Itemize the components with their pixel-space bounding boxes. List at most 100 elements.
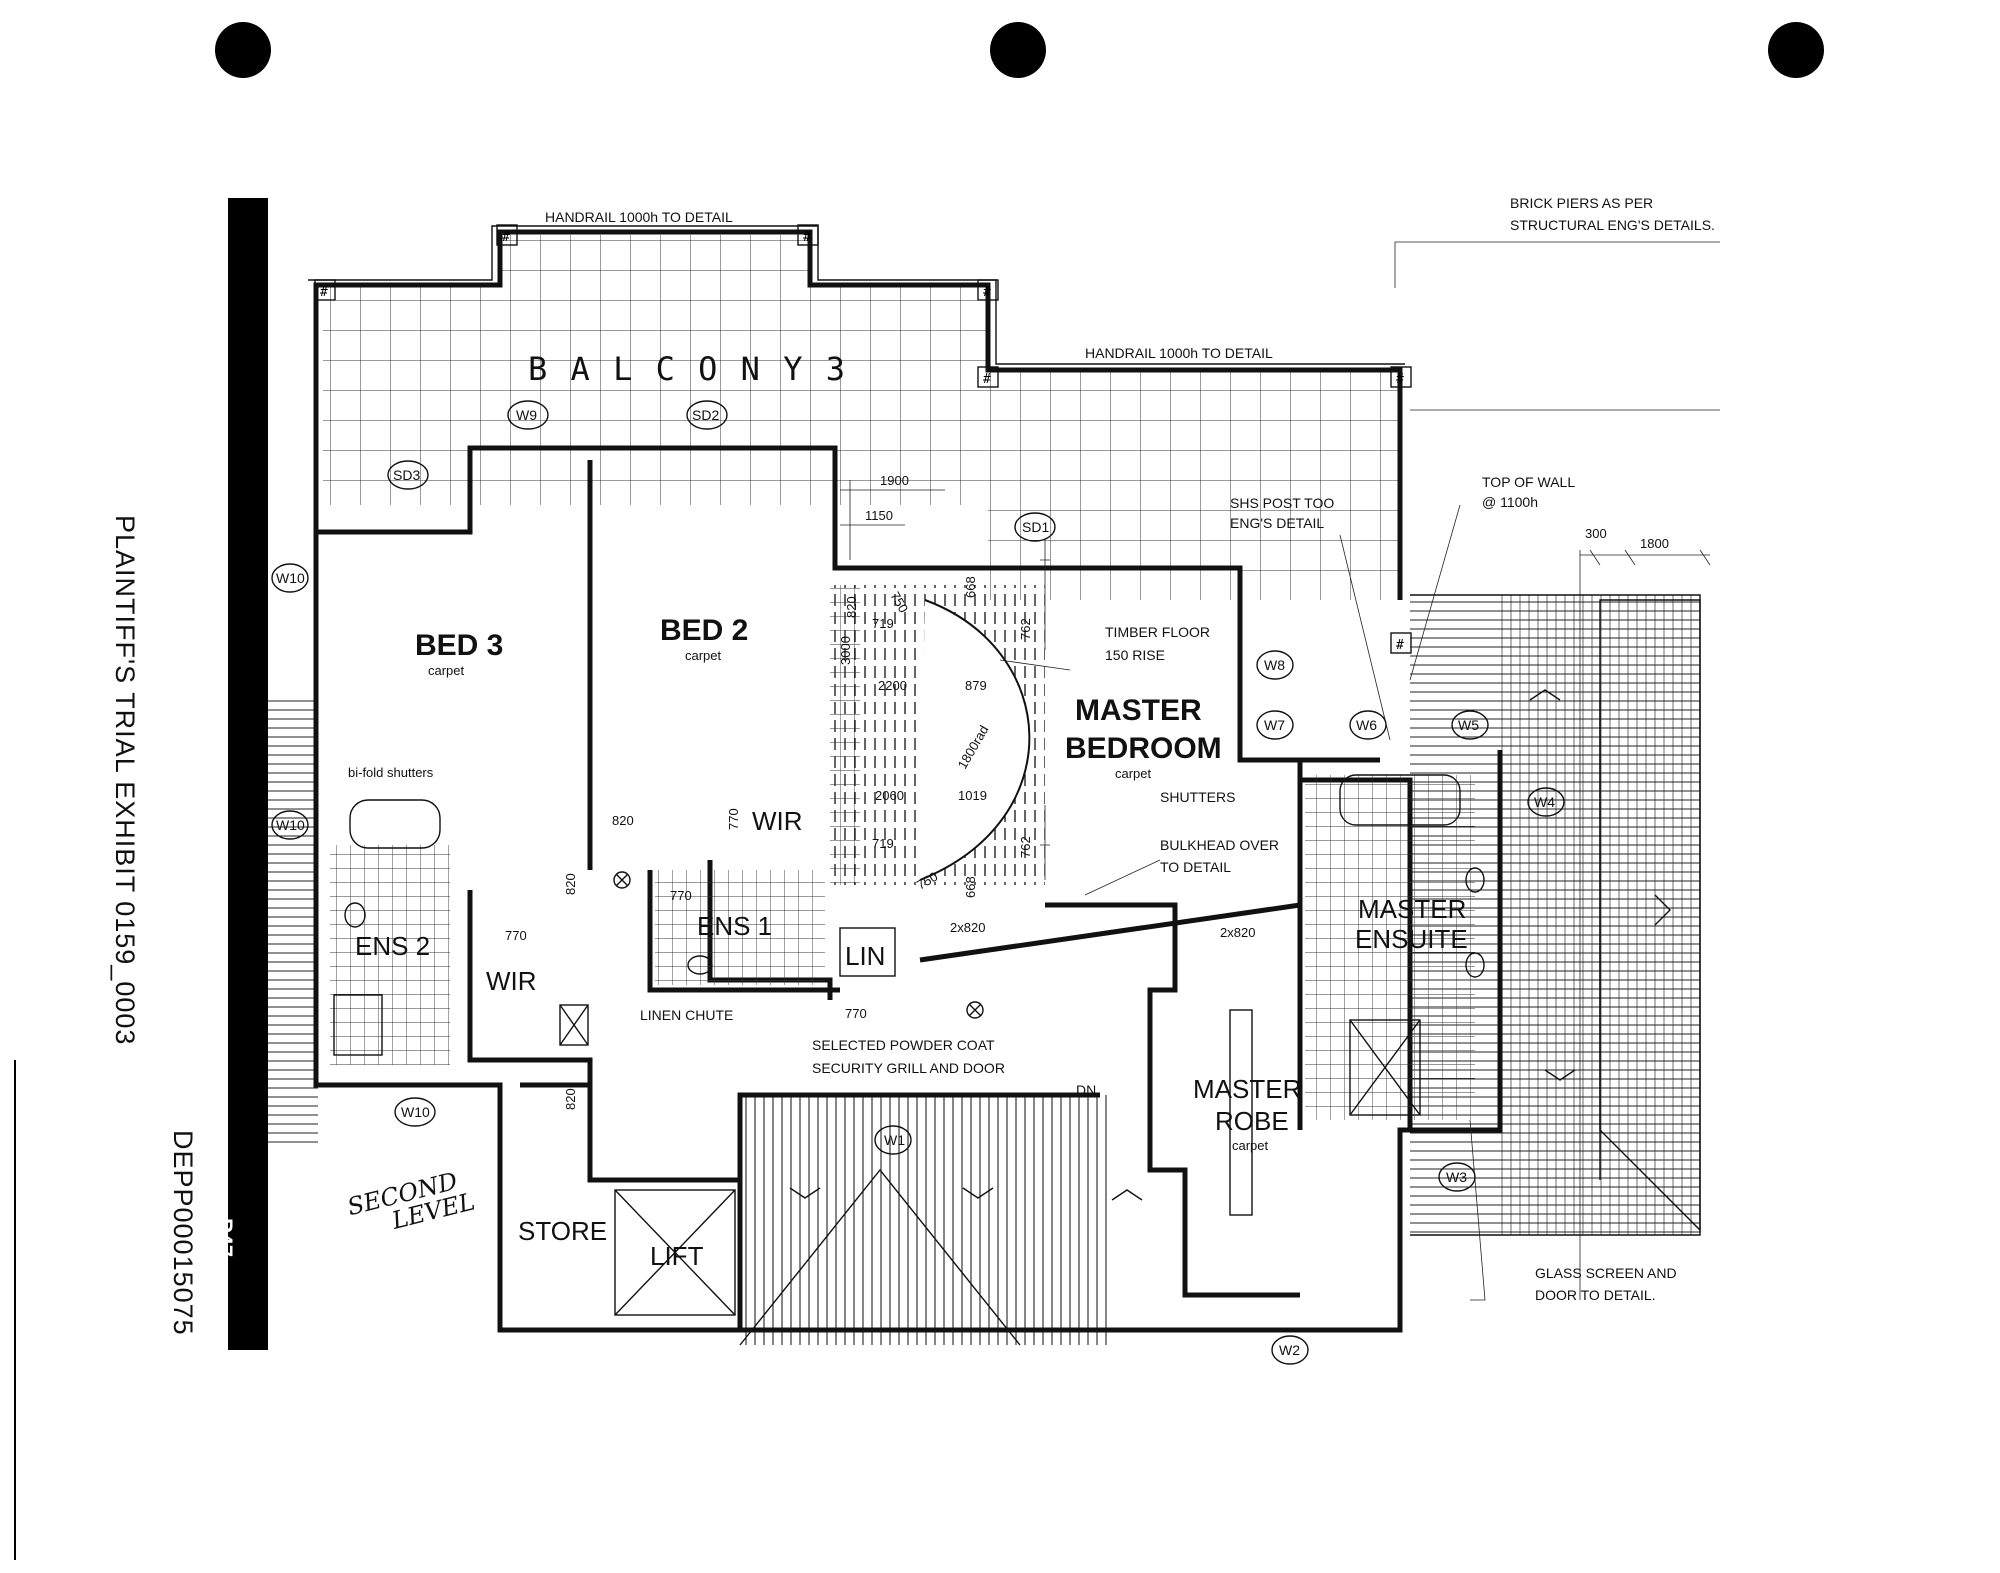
dim-719-top: 719 [872, 616, 894, 631]
dim-2200: 2200 [878, 678, 907, 693]
tag-w10-upper: W10 [276, 570, 305, 586]
balcony-3 [308, 225, 1405, 600]
dim-2060: 2060 [875, 788, 904, 803]
scan-edge-bar [228, 198, 268, 1350]
punch-hole-right [1768, 22, 1824, 78]
tag-w10-middle: W10 [276, 817, 305, 833]
wir-bed2-label: WIR [752, 806, 803, 836]
note-brick-piers-1: BRICK PIERS AS PER [1510, 195, 1653, 211]
dim-770-hall: 770 [845, 1006, 867, 1021]
master-ensuite-label-2: ENSUITE [1355, 924, 1468, 954]
dim-820-store: 820 [563, 1088, 578, 1110]
note-top-of-wall-2: @ 1100h [1482, 494, 1538, 510]
lin-label: LIN [845, 941, 885, 971]
bed-2-label: BED 2 [660, 614, 748, 647]
svg-text:#: # [1396, 638, 1404, 653]
tag-sd3: SD3 [393, 467, 420, 483]
note-glass-2: DOOR TO DETAIL. [1535, 1287, 1656, 1303]
note-security-1: SELECTED POWDER COAT [812, 1037, 995, 1053]
note-dn: DN [1076, 1082, 1096, 1098]
light-markers [613, 871, 984, 1019]
note-timber-floor-2: 150 RISE [1105, 647, 1165, 663]
window-tags: W9 SD2 SD3 W10 W10 W10 SD1 W8 W7 W6 W5 W… [271, 400, 1565, 1365]
bed-3-finish: carpet [428, 663, 465, 678]
note-bulkhead-1: BULKHEAD OVER [1160, 837, 1279, 853]
dim-762-bottom: 762 [1018, 836, 1033, 858]
tag-w10-lower: W10 [401, 1104, 430, 1120]
wet-area-tiles [330, 775, 1475, 1120]
dim-668-bottom: 668 [963, 876, 978, 898]
bed-3-label: BED 3 [415, 629, 503, 662]
dim-770-wir: 770 [726, 808, 741, 830]
dim-1800: 1800 [1640, 536, 1669, 551]
note-shs-post-2: ENG'S DETAIL [1230, 515, 1324, 531]
dim-820-stair: 820 [844, 596, 859, 618]
dim-1019: 1019 [958, 788, 987, 803]
tag-w2: W2 [1279, 1342, 1300, 1358]
fixtures [333, 774, 1485, 1216]
tag-sd2: SD2 [692, 407, 719, 423]
dim-770-ens1: 770 [670, 888, 692, 903]
note-bulkhead-2: TO DETAIL [1160, 859, 1231, 875]
svg-text:#: # [1396, 372, 1404, 387]
master-bedroom-finish: carpet [1115, 766, 1152, 781]
note-timber-floor-1: TIMBER FLOOR [1105, 624, 1210, 640]
svg-text:#: # [502, 230, 510, 245]
dim-300: 300 [1585, 526, 1607, 541]
svg-text:#: # [983, 285, 991, 300]
note-top-of-wall-1: TOP OF WALL [1482, 474, 1575, 490]
tag-w1: W1 [884, 1132, 905, 1148]
tag-w8: W8 [1264, 657, 1285, 673]
dim-762-top: 762 [1018, 618, 1033, 640]
master-robe-label-1: MASTER [1193, 1074, 1301, 1104]
leader-lines [840, 241, 1720, 1301]
tag-w3: W3 [1446, 1169, 1467, 1185]
punch-hole-left [215, 22, 271, 78]
svg-text:#: # [320, 285, 328, 300]
note-security-2: SECURITY GRILL AND DOOR [812, 1060, 1005, 1076]
dim-3000: 3000 [838, 636, 853, 665]
tag-w9: W9 [516, 407, 537, 423]
note-handrail-top: HANDRAIL 1000h TO DETAIL [545, 209, 733, 225]
master-ensuite-label-1: MASTER [1358, 894, 1466, 924]
ens-1-label: ENS 1 [697, 911, 772, 941]
master-robe-label-2: ROBE [1215, 1106, 1289, 1136]
note-handrail-right: HANDRAIL 1000h TO DETAIL [1085, 345, 1273, 361]
svg-text:#: # [803, 230, 811, 245]
dim-879: 879 [965, 678, 987, 693]
dim-1150: 1150 [865, 508, 893, 523]
pier-markers: # # # # # # # [314, 224, 1412, 654]
punch-hole-center [990, 22, 1046, 78]
tag-w6: W6 [1356, 717, 1377, 733]
balcony-3-label: B A L C O N Y 3 [528, 350, 847, 388]
tag-w7: W7 [1264, 717, 1285, 733]
note-shutters: SHUTTERS [1160, 789, 1235, 805]
dim-820-bed2: 820 [612, 813, 634, 828]
svg-text:#: # [983, 372, 991, 387]
note-brick-piers-2: STRUCTURAL ENG'S DETAILS. [1510, 217, 1715, 233]
dim-1900: 1900 [880, 473, 909, 488]
store-label: STORE [518, 1216, 607, 1246]
dim-770-wir3: 770 [505, 928, 527, 943]
dim-719-bottom: 719 [872, 836, 894, 851]
note-glass-1: GLASS SCREEN AND [1535, 1265, 1677, 1281]
master-bedroom-label-2: BEDROOM [1065, 732, 1222, 765]
dim-2x820-hall: 2x820 [950, 920, 985, 935]
bed-2-finish: carpet [685, 648, 722, 663]
tag-w5: W5 [1458, 717, 1479, 733]
note-bifold: bi-fold shutters [348, 765, 434, 780]
margin-rule [14, 1060, 16, 1560]
dim-820-hall: 820 [563, 873, 578, 895]
interior-walls [313, 445, 1503, 1333]
lift-label: LIFT [650, 1241, 704, 1271]
note-linen-chute: LINEN CHUTE [640, 1007, 733, 1023]
tag-w4: W4 [1534, 794, 1555, 810]
note-shs-post-1: SHS POST TOO [1230, 495, 1334, 511]
ens-2-label: ENS 2 [355, 931, 430, 961]
dim-2x820-robe: 2x820 [1220, 925, 1255, 940]
tag-sd1: SD1 [1022, 519, 1049, 535]
master-robe-finish: carpet [1232, 1138, 1269, 1153]
dim-668-top: 668 [963, 576, 978, 598]
stair-gallery [830, 585, 1045, 885]
